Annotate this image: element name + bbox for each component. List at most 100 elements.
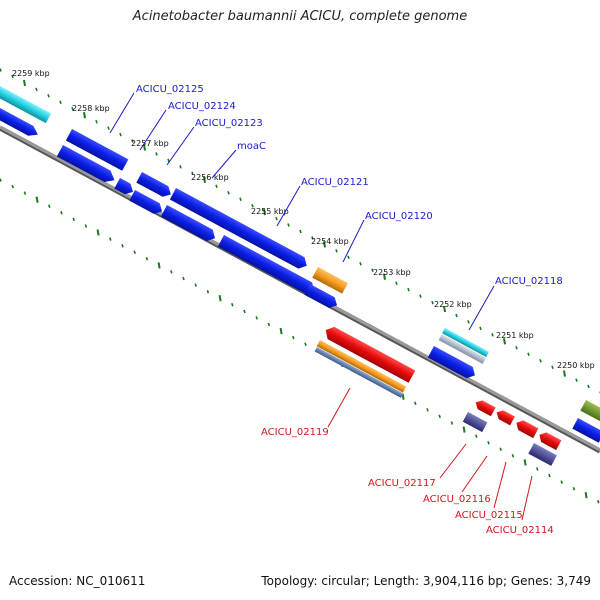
minor-tick	[455, 313, 458, 318]
major-tick	[218, 295, 222, 302]
major-tick	[157, 262, 161, 269]
minor-tick	[419, 294, 422, 298]
minor-tick	[479, 326, 482, 331]
minor-tick	[487, 440, 490, 445]
olive-feature-2250[interactable]	[580, 400, 600, 425]
minor-tick	[179, 165, 182, 169]
minor-tick	[48, 204, 51, 209]
minor-tick	[414, 401, 417, 406]
minor-tick	[131, 139, 134, 143]
minor-tick	[59, 100, 62, 105]
minor-tick	[194, 283, 197, 287]
gene-ACICU_02115[interactable]	[514, 418, 539, 439]
minor-tick	[597, 500, 600, 504]
gene-forward-c[interactable]	[129, 190, 165, 217]
gene-forward-a[interactable]	[56, 145, 118, 186]
minor-tick	[23, 191, 27, 195]
gene-forward-left[interactable]	[0, 106, 41, 139]
minor-tick	[551, 365, 554, 369]
scale-label: 2251 kbp	[496, 331, 534, 340]
minor-tick	[47, 94, 50, 98]
minor-tick	[539, 358, 542, 363]
scale-label: 2252 kbp	[434, 300, 472, 309]
reverse-gene-labels	[327, 387, 533, 521]
minor-tick	[11, 74, 14, 79]
map-title: Acinetobacter baumannii ACICU, complete …	[132, 9, 468, 24]
gene-label: ACICU_02123	[195, 118, 263, 129]
gene-ACICU_02124[interactable]	[136, 172, 173, 200]
scale-label: 2257 kbp	[131, 139, 169, 148]
gene-moaC[interactable]	[169, 188, 310, 272]
minor-tick	[395, 281, 398, 285]
orange-feature-02119[interactable]	[316, 340, 407, 393]
major-tick	[503, 338, 506, 345]
gene-ACICU_02116[interactable]	[494, 408, 515, 426]
minor-tick	[499, 447, 502, 452]
major-tick	[401, 393, 405, 400]
minor-tick	[167, 158, 170, 163]
gene-ACICU_02114[interactable]	[537, 430, 562, 451]
major-tick	[203, 176, 206, 183]
minor-tick	[239, 197, 242, 201]
cyan-feature-02118[interactable]	[442, 328, 490, 357]
scale-labels: 2259 kbp 2258 kbp 2257 kbp 2256 kbp 2255…	[12, 69, 595, 370]
minor-tick	[431, 300, 434, 305]
minor-tick	[267, 322, 271, 327]
gene-ACICU_02117[interactable]	[473, 398, 496, 417]
minor-tick	[515, 346, 518, 350]
major-tick	[323, 241, 326, 248]
minor-tick	[311, 236, 314, 240]
gene-label: ACICU_02119	[261, 427, 329, 438]
minor-tick	[587, 384, 590, 389]
minor-tick	[450, 421, 454, 425]
major-tick	[83, 112, 86, 119]
cyan-feature-2259[interactable]	[0, 85, 52, 124]
minor-tick	[299, 229, 302, 234]
accession-text: Accession: NC_010611	[9, 574, 146, 588]
gene-label: ACICU_02117	[368, 478, 436, 489]
gene-label: ACICU_02125	[136, 84, 204, 95]
minor-tick	[548, 473, 551, 478]
minor-tick	[155, 152, 158, 156]
minor-tick	[491, 333, 494, 337]
minor-tick	[71, 107, 74, 111]
slate-feature-b[interactable]	[528, 443, 557, 466]
minor-tick	[572, 486, 576, 491]
major-tick	[462, 426, 466, 433]
upper-scale-track	[0, 68, 600, 395]
minor-tick	[575, 378, 578, 382]
slate-feature-a[interactable]	[462, 412, 488, 433]
major-tick	[563, 370, 566, 377]
gene-label: ACICU_02120	[365, 211, 433, 222]
minor-tick	[475, 434, 478, 438]
major-tick	[263, 208, 266, 216]
steel-feature-02119[interactable]	[314, 347, 404, 398]
minor-tick	[511, 454, 515, 458]
minor-tick	[107, 126, 110, 130]
scale-label: 2250 kbp	[557, 361, 595, 370]
major-tick	[279, 327, 283, 335]
minor-tick	[536, 467, 539, 471]
gene-ACICU_02118[interactable]	[427, 346, 478, 381]
minor-tick	[60, 211, 63, 215]
minor-tick	[119, 132, 122, 137]
gene-forward-right[interactable]	[572, 418, 600, 443]
gene-forward-b[interactable]	[114, 178, 136, 197]
gene-features[interactable]	[0, 85, 600, 466]
major-tick	[143, 144, 146, 151]
minor-tick	[251, 203, 254, 208]
gene-ACICU_02119[interactable]	[322, 324, 416, 383]
minor-tick	[407, 287, 410, 292]
grey-feature-02118[interactable]	[438, 334, 487, 364]
gene-ACICU_02123[interactable]	[160, 205, 218, 244]
gene-ACICU_02121[interactable]	[217, 235, 317, 297]
gene-forward-d[interactable]	[304, 284, 340, 311]
minor-tick	[227, 190, 230, 195]
gene-ACICU_02125[interactable]	[65, 129, 129, 171]
gene-ACICU_02120[interactable]	[312, 267, 348, 294]
minor-tick	[438, 414, 441, 419]
gene-label: moaC	[237, 141, 266, 152]
minor-tick	[527, 352, 530, 356]
minor-tick	[560, 480, 563, 484]
